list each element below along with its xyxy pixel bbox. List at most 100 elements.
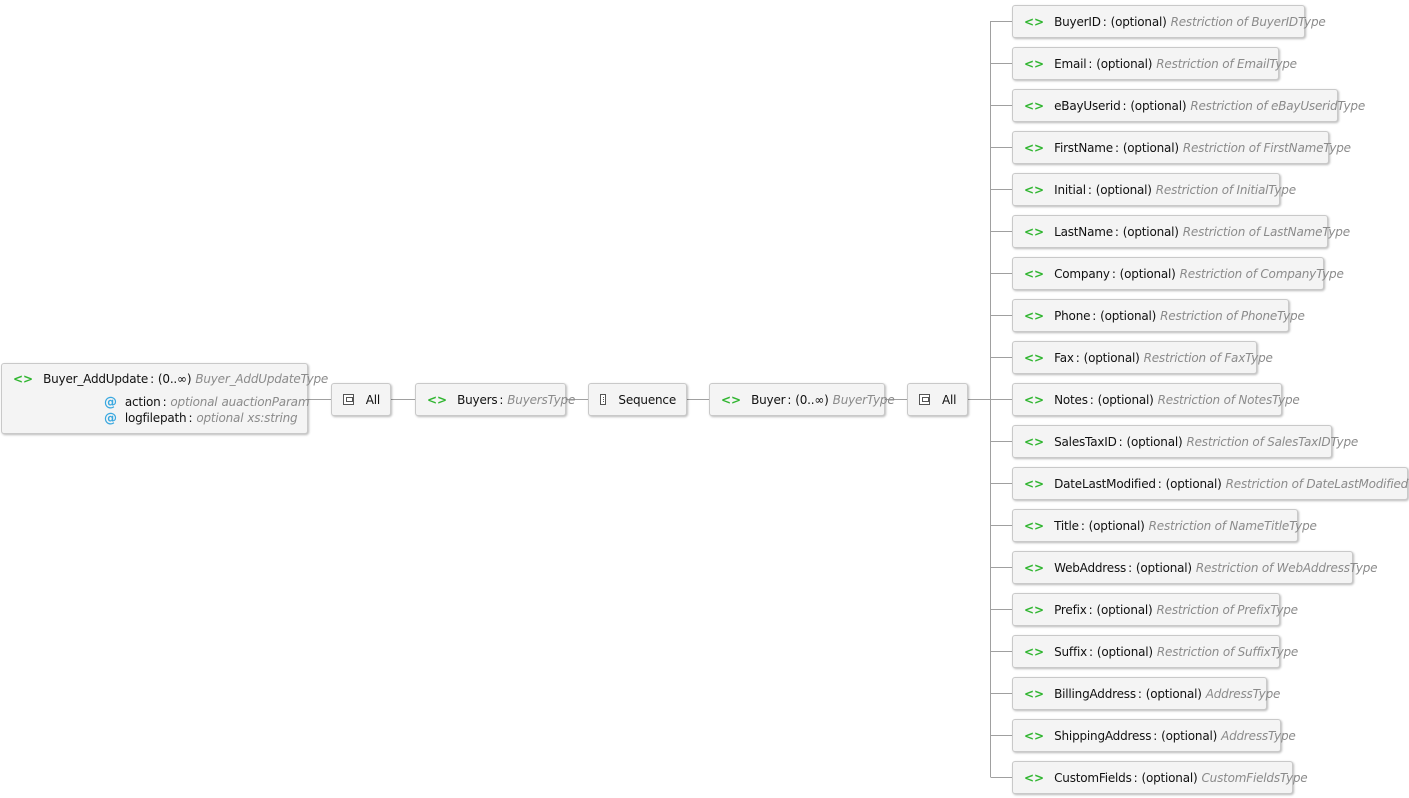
element-type: Restriction of DateLastModifiedType (1225, 476, 1409, 491)
element-type: AddressType (1221, 728, 1296, 743)
colon: : (162, 395, 167, 409)
element-icon: <> (1024, 14, 1045, 29)
element-type: Restriction of SuffixType (1156, 644, 1299, 659)
element-icon: <> (1024, 728, 1045, 743)
child-element-node[interactable]: <>Title:(optional)Restriction of NameTit… (1012, 509, 1317, 542)
element-icon: <> (1024, 434, 1045, 449)
element-type: Restriction of InitialType (1155, 182, 1296, 197)
element-type: Restriction of NotesType (1157, 392, 1300, 407)
element-type: Restriction of FaxType (1143, 350, 1273, 365)
element-icon: <> (1024, 770, 1045, 785)
child-element-node[interactable]: <>Notes:(optional)Restriction of NotesTy… (1012, 383, 1300, 416)
element-occurs: (optional) (1165, 476, 1222, 491)
element-name: Phone (1054, 308, 1091, 323)
child-element-node[interactable]: <>SalesTaxID:(optional)Restriction of Sa… (1012, 425, 1358, 458)
attribute-usage: optional (170, 395, 218, 409)
element-name: Buyers (457, 392, 498, 407)
element-occurs: (optional) (1122, 224, 1179, 239)
compositor-label: Sequence (618, 392, 676, 407)
element-occurs: (0..∞) (157, 372, 192, 386)
child-element-node[interactable]: <>Prefix:(optional)Restriction of Prefix… (1012, 593, 1298, 626)
attribute-row[interactable]: @ action : optional auactionParam (2, 394, 310, 410)
element-icon: <> (427, 392, 448, 407)
all-compositor-node[interactable]: All (331, 383, 391, 416)
compositor-label: All (365, 392, 380, 407)
element-icon: <> (1024, 518, 1045, 533)
element-occurs: (optional) (1110, 14, 1167, 29)
child-element-node[interactable]: <>Email:(optional)Restriction of EmailTy… (1012, 47, 1297, 80)
child-element-node[interactable]: <>WebAddress:(optional)Restriction of We… (1012, 551, 1378, 584)
root-element-node[interactable]: <> Buyer_AddUpdate : (0..∞) Buyer_AddUpd… (1, 363, 328, 434)
child-element-node[interactable]: <>ShippingAddress:(optional)AddressType (1012, 719, 1296, 752)
child-element-node[interactable]: <>Fax:(optional)Restriction of FaxType (1012, 341, 1273, 374)
element-name: Company (1054, 266, 1110, 281)
element-name: ShippingAddress (1054, 728, 1152, 743)
element-name: BillingAddress (1054, 686, 1136, 701)
all-compositor-icon (919, 394, 930, 405)
colon: : (1111, 266, 1116, 281)
element-name: FirstName (1054, 140, 1113, 155)
element-name: LastName (1054, 224, 1113, 239)
element-type: CustomFieldsType (1201, 770, 1308, 785)
attribute-type: xs:string (247, 411, 298, 425)
colon: : (1089, 392, 1094, 407)
element-type: BuyerType (832, 392, 895, 407)
colon: : (1153, 728, 1158, 743)
all-compositor-node[interactable]: All (907, 383, 968, 416)
element-type: Restriction of WebAddressType (1195, 560, 1378, 575)
sequence-compositor-node[interactable]: Sequence (588, 383, 687, 416)
element-name: Initial (1054, 182, 1086, 197)
child-element-node[interactable]: <>eBayUserid:(optional)Restriction of eB… (1012, 89, 1365, 122)
element-icon: <> (1024, 266, 1045, 281)
attribute-icon: @ (104, 394, 117, 410)
element-icon: <> (1024, 98, 1045, 113)
element-occurs: (optional) (1130, 98, 1187, 113)
child-element-node[interactable]: <> Company:(optional)Restriction of Compa… (1012, 257, 1344, 290)
element-occurs: (optional) (1126, 434, 1183, 449)
child-element-node[interactable]: <>DateLastModified:(optional)Restriction… (1012, 467, 1409, 500)
element-type: AddressType (1205, 686, 1281, 701)
child-element-node[interactable]: <>BillingAddress:(optional)AddressType (1012, 677, 1280, 710)
child-element-node[interactable]: <>Initial:(optional)Restriction of Initi… (1012, 173, 1296, 206)
element-type: Restriction of CompanyType (1179, 266, 1344, 281)
child-element-node[interactable]: <> BuyerID:(optional)Restriction of Buyer… (1012, 5, 1326, 38)
compositor-label: All (942, 392, 957, 407)
colon: : (1118, 434, 1123, 449)
element-name: Buyer (751, 392, 786, 407)
colon: : (1092, 308, 1097, 323)
element-occurs: (optional) (1096, 56, 1153, 71)
element-name: DateLastModified (1054, 476, 1156, 491)
sequence-compositor-icon (600, 394, 607, 405)
element-icon: <> (1024, 644, 1045, 659)
attribute-row[interactable]: @ logfilepath : optional xs:string (2, 410, 307, 426)
element-occurs: (optional) (1135, 560, 1192, 575)
element-type: Buyer_AddUpdateType (195, 372, 329, 386)
colon: : (787, 392, 792, 407)
child-element-node[interactable]: <>Phone:(optional)Restriction of PhoneTy… (1012, 299, 1305, 332)
element-type: Restriction of eBayUseridType (1190, 98, 1366, 113)
element-occurs: (optional) (1096, 602, 1153, 617)
element-type: Restriction of EmailType (1156, 56, 1297, 71)
element-name: Suffix (1054, 644, 1088, 659)
colon: : (1114, 224, 1119, 239)
colon: : (499, 392, 504, 407)
element-icon: <> (1024, 308, 1045, 323)
element-type: Restriction of PhoneType (1160, 308, 1305, 323)
element-name: CustomFields (1054, 770, 1132, 785)
element-occurs: (optional) (1119, 266, 1176, 281)
attribute-usage: optional (196, 411, 244, 425)
element-occurs: (optional) (1145, 686, 1202, 701)
child-element-node[interactable]: <>LastName:(optional)Restriction of Last… (1012, 215, 1350, 248)
element-occurs: (optional) (1095, 182, 1152, 197)
buyer-element-node[interactable]: <> Buyer : (0..∞) BuyerType (709, 383, 895, 416)
buyers-element-node[interactable]: <> Buyers : BuyersType (415, 383, 575, 416)
colon: : (1133, 770, 1138, 785)
child-element-node[interactable]: <>FirstName:(optional)Restriction of Fir… (1012, 131, 1351, 164)
child-element-node[interactable]: <>Suffix:(optional)Restriction of Suffix… (1012, 635, 1298, 668)
colon: : (1137, 686, 1142, 701)
child-element-node[interactable]: <>CustomFields:(optional)CustomFieldsTyp… (1012, 761, 1308, 794)
colon: : (1102, 14, 1107, 29)
element-type: Restriction of BuyerIDType (1170, 14, 1326, 29)
element-name: eBayUserid (1054, 98, 1121, 113)
element-name: BuyerID (1054, 14, 1101, 29)
